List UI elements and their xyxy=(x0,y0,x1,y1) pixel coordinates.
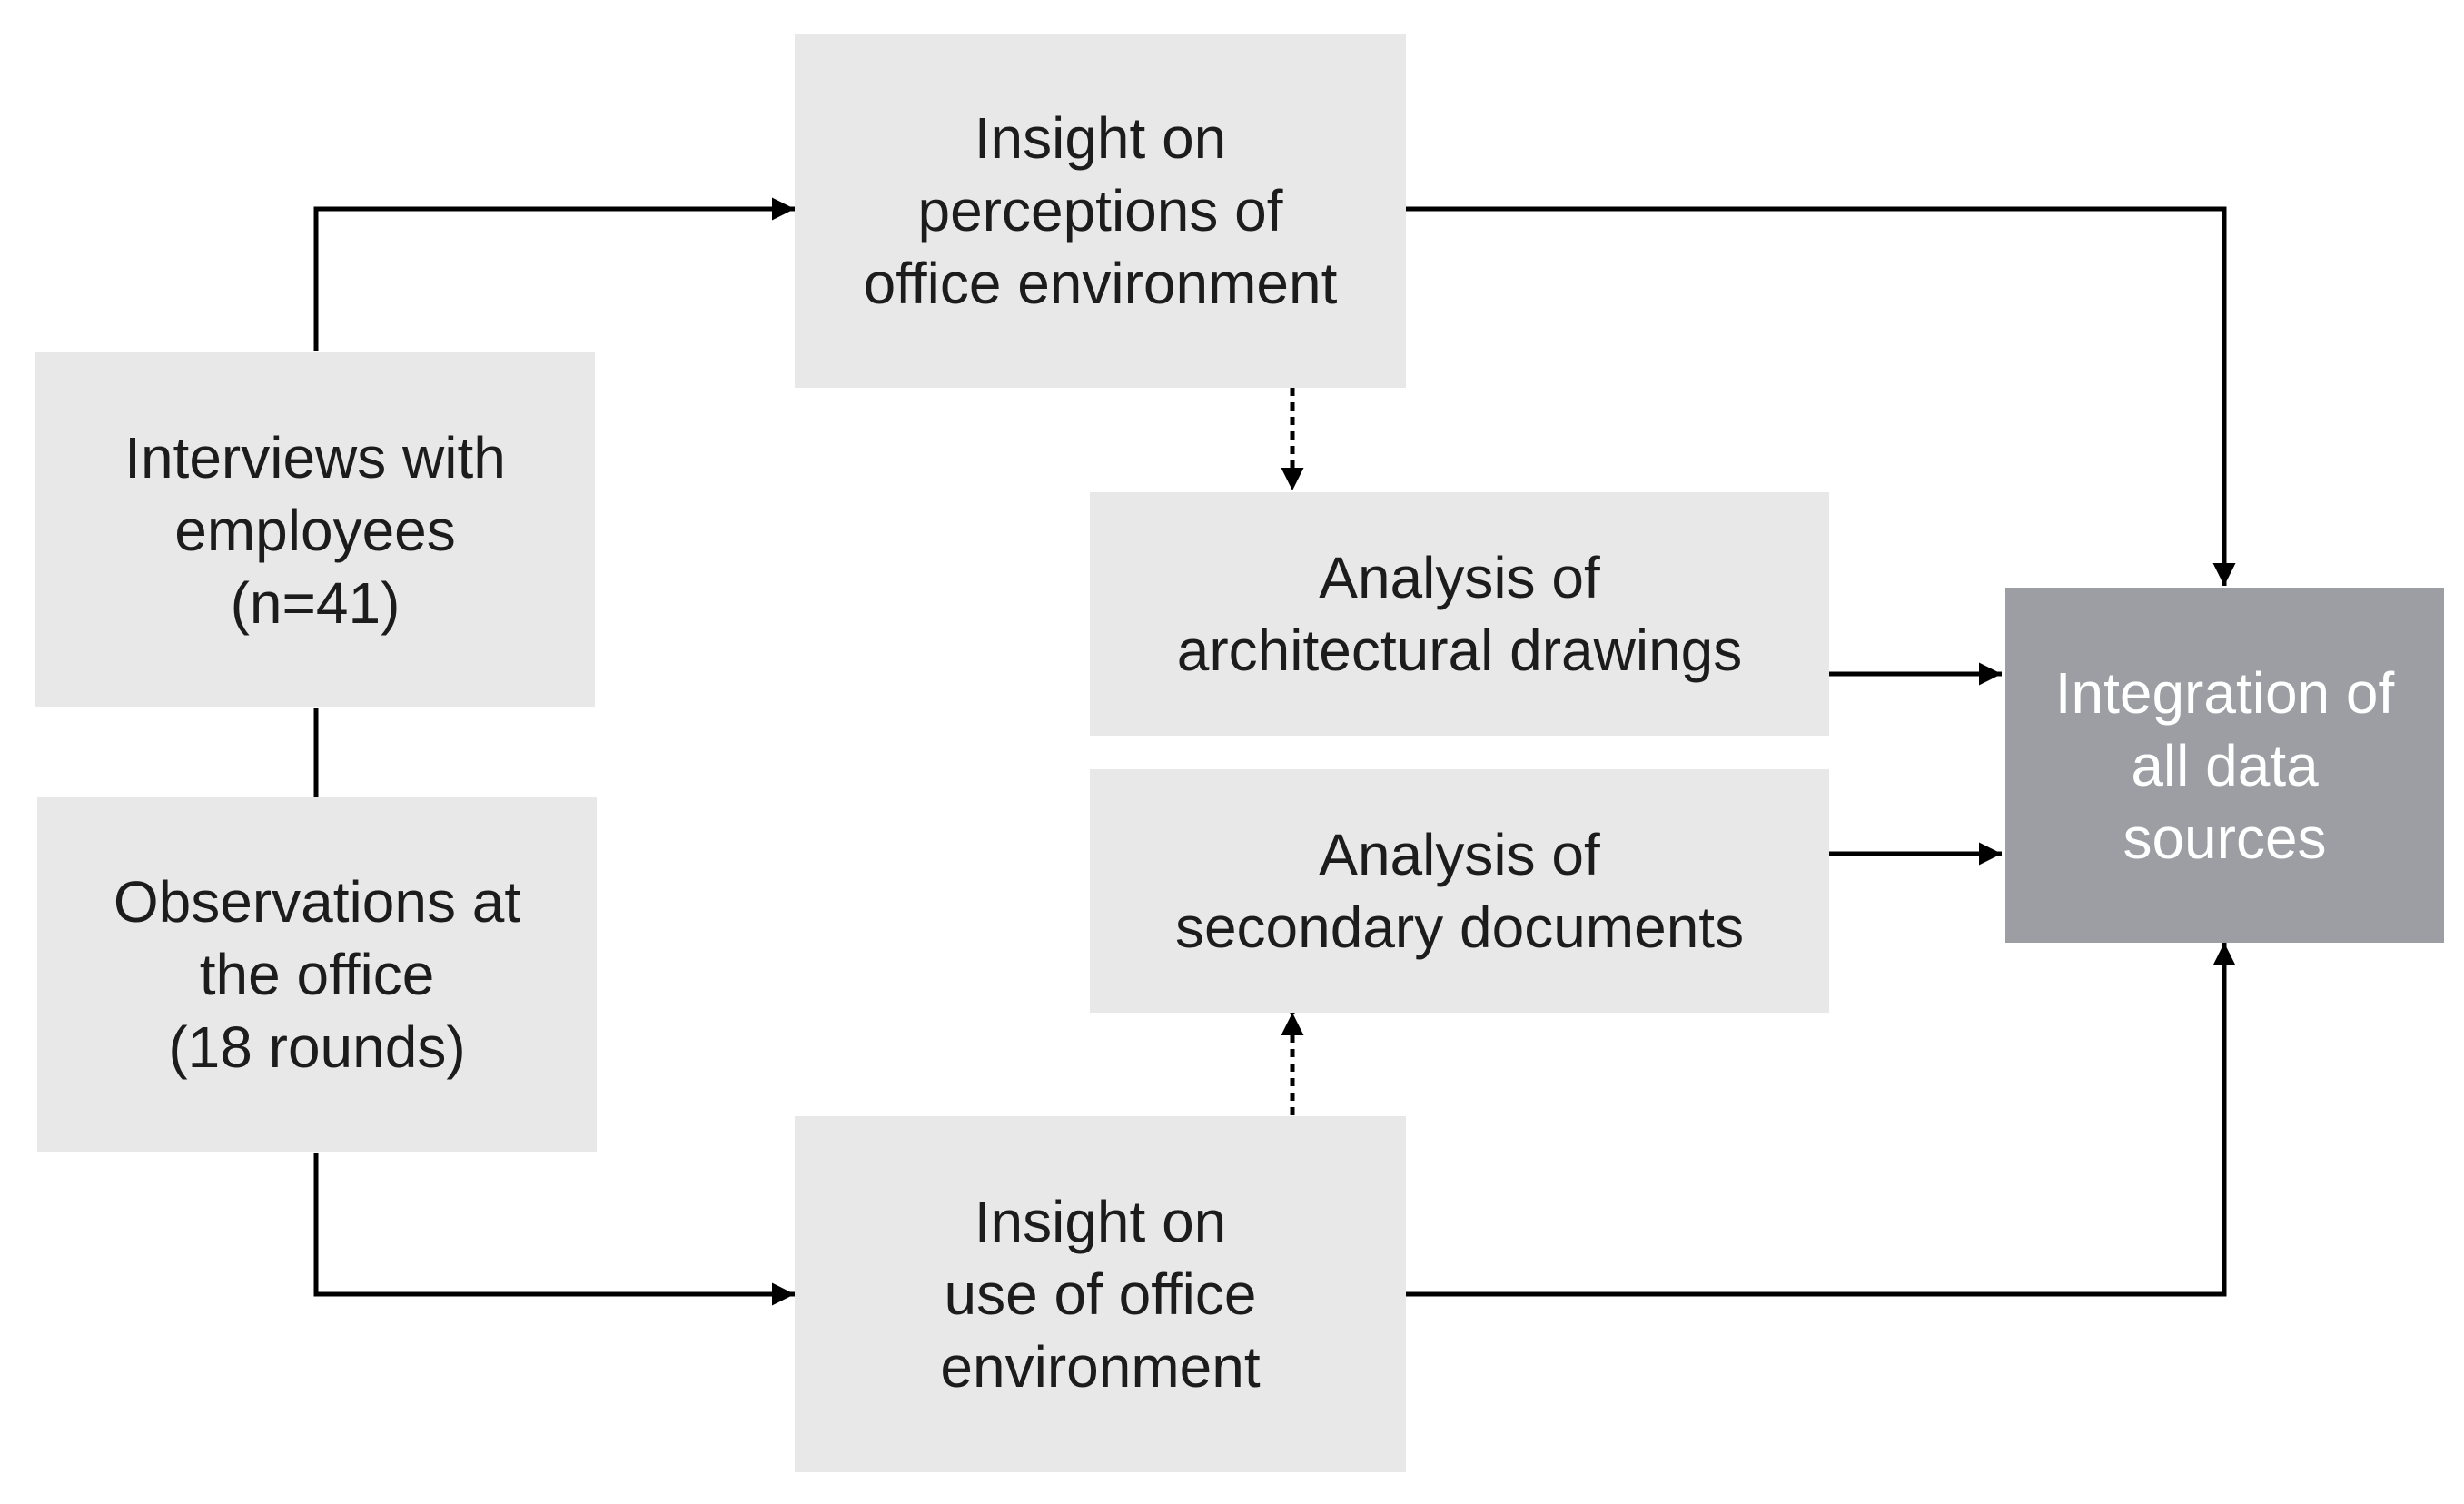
node-analysis-documents-line-2: secondary documents xyxy=(1174,895,1745,960)
edge-use-to-integration xyxy=(1404,943,2236,1297)
node-interviews-line-2: employees xyxy=(174,497,456,563)
edge-perceptions-to-integration xyxy=(1404,206,2236,586)
edge-observations-to-use xyxy=(313,1153,795,1306)
node-insight-perceptions-line-2: perceptions of xyxy=(917,178,1283,243)
node-analysis-drawings-line-2: architectural drawings xyxy=(1176,618,1743,683)
node-observations: Observations at the office (18 rounds) xyxy=(37,797,597,1152)
node-interviews: Interviews with employees (n=41) xyxy=(35,352,595,707)
node-integration-line-1: Integration of xyxy=(2054,659,2395,726)
node-observations-line-1: Observations at xyxy=(113,868,521,935)
node-insight-perceptions: Insight on perceptions of office environ… xyxy=(795,34,1406,388)
node-insight-perceptions-line-1: Insight on xyxy=(974,105,1227,171)
node-interviews-line-3: (n=41) xyxy=(230,569,401,636)
node-interviews-line-1: Interviews with xyxy=(124,424,506,490)
node-insight-use-line-3: environment xyxy=(940,1334,1261,1400)
node-observations-line-2: the office xyxy=(199,941,435,1007)
node-observations-line-3: (18 rounds) xyxy=(168,1014,466,1080)
node-analysis-documents: Analysis of secondary documents xyxy=(1090,769,1829,1013)
node-insight-use-line-2: use of office xyxy=(944,1262,1257,1327)
node-integration-line-2: all data xyxy=(2131,732,2319,798)
node-integration-line-3: sources xyxy=(2123,805,2327,871)
node-analysis-documents-line-1: Analysis of xyxy=(1319,822,1600,887)
node-analysis-drawings: Analysis of architectural drawings xyxy=(1090,492,1829,736)
node-insight-use: Insight on use of office environment xyxy=(795,1116,1406,1472)
node-insight-use-line-1: Insight on xyxy=(974,1189,1227,1254)
node-integration: Integration of all data sources xyxy=(2005,588,2444,943)
node-insight-perceptions-line-3: office environment xyxy=(863,251,1338,316)
node-analysis-drawings-line-1: Analysis of xyxy=(1319,545,1600,610)
edge-interviews-to-perceptions xyxy=(313,197,795,351)
